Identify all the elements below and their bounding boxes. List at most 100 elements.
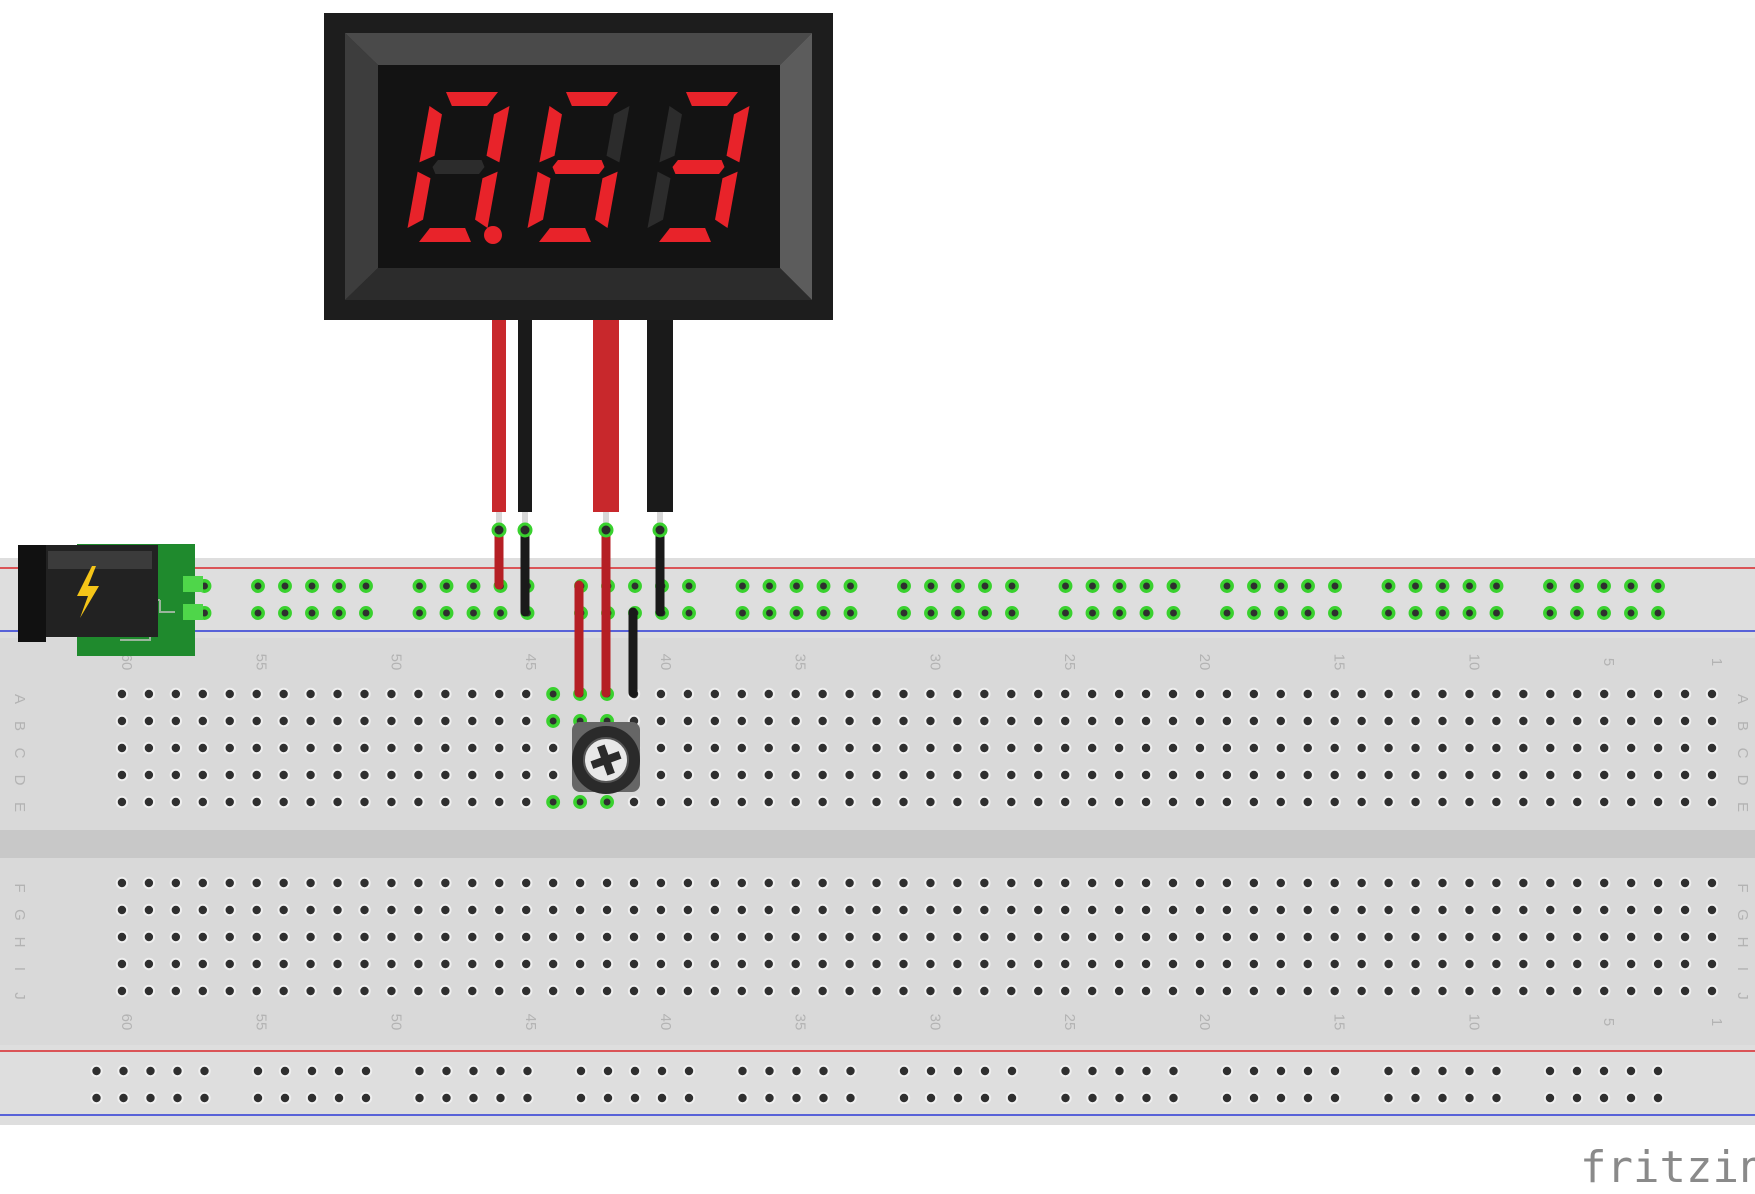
terminal-hole[interactable] bbox=[1274, 984, 1288, 998]
terminal-hole[interactable] bbox=[762, 768, 775, 782]
terminal-hole[interactable] bbox=[816, 903, 829, 917]
terminal-hole[interactable] bbox=[843, 984, 856, 998]
terminal-hole[interactable] bbox=[1436, 957, 1449, 971]
terminal-hole[interactable] bbox=[897, 687, 910, 701]
terminal-hole[interactable] bbox=[627, 984, 641, 998]
rail-hole[interactable] bbox=[305, 1064, 319, 1078]
terminal-hole[interactable] bbox=[196, 903, 210, 917]
terminal-hole[interactable] bbox=[1274, 930, 1288, 944]
terminal-hole[interactable] bbox=[520, 903, 533, 917]
terminal-hole[interactable] bbox=[1436, 984, 1449, 998]
terminal-hole[interactable] bbox=[1463, 984, 1476, 998]
terminal-hole[interactable] bbox=[1598, 903, 1611, 917]
rail-hole[interactable] bbox=[1490, 1091, 1503, 1105]
rail-hole[interactable] bbox=[1543, 606, 1557, 620]
terminal-hole[interactable] bbox=[1005, 687, 1018, 701]
terminal-hole[interactable] bbox=[439, 876, 452, 890]
terminal-hole[interactable] bbox=[277, 957, 290, 971]
terminal-hole[interactable] bbox=[142, 876, 156, 890]
rail-hole[interactable] bbox=[439, 606, 454, 620]
rail-hole[interactable] bbox=[1140, 1064, 1153, 1078]
terminal-hole[interactable] bbox=[1032, 795, 1045, 809]
terminal-hole[interactable] bbox=[708, 876, 722, 890]
terminal-hole[interactable] bbox=[1328, 687, 1341, 701]
terminal-hole[interactable] bbox=[762, 687, 775, 701]
terminal-hole[interactable] bbox=[1544, 930, 1557, 944]
rail-hole[interactable] bbox=[1167, 1064, 1180, 1078]
rail-hole[interactable] bbox=[1247, 579, 1261, 593]
rail-hole[interactable] bbox=[1058, 579, 1073, 593]
terminal-hole[interactable] bbox=[520, 714, 533, 728]
terminal-hole[interactable] bbox=[331, 714, 344, 728]
terminal-hole[interactable] bbox=[1139, 795, 1153, 809]
terminal-hole[interactable] bbox=[978, 714, 991, 728]
terminal-hole[interactable] bbox=[1544, 903, 1557, 917]
rail-hole[interactable] bbox=[1624, 606, 1638, 620]
rail-hole[interactable] bbox=[440, 1064, 453, 1078]
rail-hole[interactable] bbox=[359, 579, 373, 593]
terminal-hole[interactable] bbox=[708, 930, 722, 944]
rail-hole[interactable] bbox=[897, 1091, 911, 1105]
terminal-hole[interactable] bbox=[1139, 930, 1153, 944]
terminal-hole[interactable] bbox=[924, 687, 937, 701]
terminal-hole[interactable] bbox=[358, 714, 371, 728]
terminal-hole[interactable] bbox=[735, 741, 748, 755]
terminal-hole[interactable] bbox=[1678, 741, 1692, 755]
terminal-hole[interactable] bbox=[1247, 741, 1261, 755]
terminal-hole[interactable] bbox=[681, 876, 695, 890]
terminal-hole[interactable] bbox=[142, 930, 156, 944]
terminal-hole[interactable] bbox=[1032, 930, 1045, 944]
terminal-hole[interactable] bbox=[1544, 768, 1557, 782]
terminal-hole[interactable] bbox=[1220, 714, 1234, 728]
rail-hole[interactable] bbox=[978, 1091, 992, 1105]
terminal-hole[interactable] bbox=[1032, 984, 1045, 998]
terminal-hole[interactable] bbox=[1436, 930, 1449, 944]
terminal-hole[interactable] bbox=[358, 876, 371, 890]
rail-hole[interactable] bbox=[1005, 606, 1019, 620]
terminal-hole[interactable] bbox=[870, 957, 883, 971]
rail-hole[interactable] bbox=[198, 1064, 211, 1078]
terminal-hole[interactable] bbox=[573, 930, 587, 944]
terminal-hole[interactable] bbox=[843, 876, 856, 890]
terminal-hole[interactable] bbox=[1678, 984, 1692, 998]
terminal-hole[interactable] bbox=[1059, 714, 1072, 728]
terminal-hole[interactable] bbox=[1220, 741, 1234, 755]
terminal-hole[interactable] bbox=[1544, 687, 1557, 701]
terminal-hole[interactable] bbox=[1624, 741, 1638, 755]
terminal-hole[interactable] bbox=[331, 687, 344, 701]
terminal-hole[interactable] bbox=[1544, 876, 1557, 890]
rail-hole[interactable] bbox=[1112, 606, 1127, 620]
terminal-hole[interactable] bbox=[1005, 903, 1018, 917]
rail-hole[interactable] bbox=[601, 1064, 615, 1078]
terminal-hole[interactable] bbox=[1571, 930, 1584, 944]
rail-hole[interactable] bbox=[1624, 1064, 1638, 1078]
terminal-hole[interactable] bbox=[1247, 984, 1261, 998]
terminal-hole[interactable] bbox=[1301, 714, 1314, 728]
rail-hole[interactable] bbox=[467, 1064, 480, 1078]
rail-hole[interactable] bbox=[1139, 579, 1154, 593]
terminal-hole[interactable] bbox=[1517, 876, 1530, 890]
rail-hole[interactable] bbox=[90, 1091, 103, 1105]
rail-hole[interactable] bbox=[897, 1064, 911, 1078]
terminal-hole[interactable] bbox=[250, 876, 263, 890]
terminal-hole[interactable] bbox=[277, 768, 290, 782]
terminal-hole[interactable] bbox=[843, 795, 856, 809]
terminal-hole[interactable] bbox=[1436, 903, 1449, 917]
terminal-hole[interactable] bbox=[1490, 714, 1503, 728]
terminal-hole[interactable] bbox=[304, 768, 317, 782]
terminal-hole[interactable] bbox=[951, 984, 964, 998]
terminal-hole[interactable] bbox=[439, 741, 452, 755]
rail-hole[interactable] bbox=[574, 1091, 588, 1105]
terminal-hole[interactable] bbox=[1705, 687, 1719, 701]
terminal-hole[interactable] bbox=[789, 768, 802, 782]
terminal-hole[interactable] bbox=[735, 930, 748, 944]
terminal-hole[interactable] bbox=[627, 876, 641, 890]
terminal-hole[interactable] bbox=[1409, 687, 1422, 701]
terminal-hole[interactable] bbox=[1220, 768, 1234, 782]
terminal-hole[interactable] bbox=[1544, 741, 1557, 755]
terminal-hole[interactable] bbox=[1544, 714, 1557, 728]
terminal-hole[interactable] bbox=[1705, 714, 1719, 728]
terminal-hole[interactable] bbox=[520, 930, 533, 944]
terminal-hole[interactable] bbox=[1193, 741, 1207, 755]
terminal-hole[interactable] bbox=[1490, 876, 1503, 890]
